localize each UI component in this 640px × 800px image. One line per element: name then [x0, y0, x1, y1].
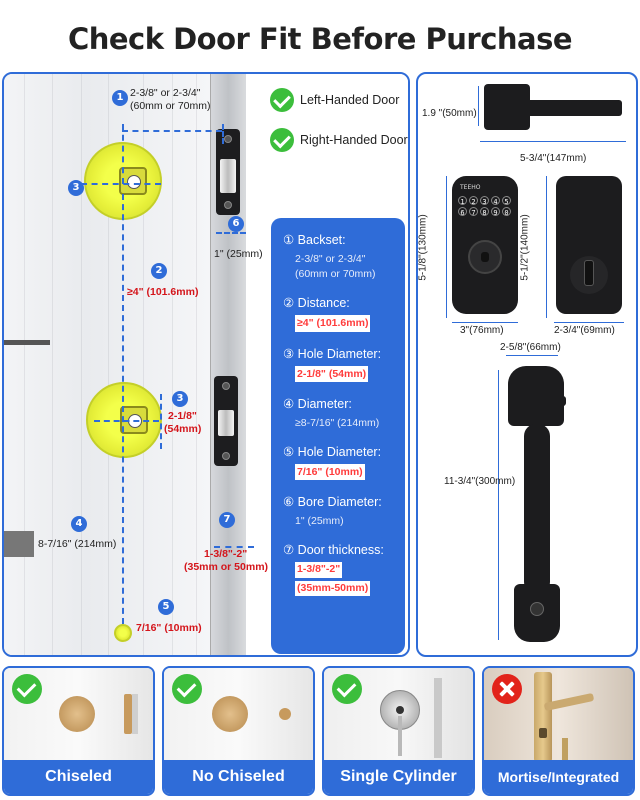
keypad-height-label: 5-1/8"(130mm) — [417, 214, 429, 281]
chiseled-check-icon — [12, 674, 42, 704]
marker-7: 7 — [219, 512, 235, 528]
spec-small-hole: ⑤ Hole Diameter: 7/16" (10mm) — [283, 444, 397, 481]
product-dimensions-panel: 1.9 "(50mm) 5-3/4"(147mm) 5-1/8"(130mm) … — [416, 72, 638, 657]
marker-2: 2 — [151, 263, 167, 279]
small-hole-highlight — [114, 624, 132, 642]
upper-strike-plate — [216, 129, 240, 215]
keypad-width-label: 3"(76mm) — [460, 325, 504, 336]
handle-height-label: 11-3/4"(300mm) — [444, 476, 516, 487]
left-handed-label: Left-Handed Door — [300, 93, 400, 107]
backset-label-line2: (60mm or 70mm) — [130, 100, 211, 112]
single-cylinder-check-icon — [332, 674, 362, 704]
specification-card: ① Backset: 2-3/8" or 2-3/4" (60mm or 70m… — [271, 218, 405, 654]
page-title: Check Door Fit Before Purchase — [67, 22, 573, 56]
tile-no-chiseled: No Chiseled — [162, 666, 315, 796]
diameter-label: 8-7/16" (214mm) — [38, 538, 117, 550]
handleset-grip — [524, 424, 550, 594]
marker-5: 5 — [158, 599, 174, 615]
bore-label: 1" (25mm) — [214, 248, 263, 260]
distance-label: ≥4" (101.6mm) — [127, 286, 199, 298]
tile-chiseled-label: Chiseled — [4, 760, 153, 794]
left-handed-check-icon — [270, 88, 294, 112]
spec-distance: ② Distance: ≥4" (101.6mm) — [283, 295, 397, 332]
lever-width-label: 5-3/4"(147mm) — [520, 153, 587, 164]
marker-1: 1 — [112, 90, 128, 106]
spec-thickness: ⑦ Door thickness: 1-3/8"-2" (35mm-50mm) — [283, 542, 397, 597]
hole-diameter-label-1: 2-1/8" — [168, 410, 197, 422]
lower-latch-plate — [214, 376, 238, 466]
spec-backset: ① Backset: 2-3/8" or 2-3/4" (60mm or 70m… — [283, 233, 376, 281]
tile-mortise-label: Mortise/Integrated — [484, 760, 633, 794]
thickness-label-1: 1-3/8"-2" — [204, 548, 248, 560]
marker-3-upper: 3 — [68, 180, 84, 196]
handle-width-label: 2-5/8"(66mm) — [500, 342, 561, 353]
deadbolt-cylinder — [468, 240, 502, 274]
tile-single-cylinder: Single Cylinder — [322, 666, 475, 796]
tile-no-chiseled-label: No Chiseled — [164, 760, 313, 794]
tile-chiseled: Chiseled — [2, 666, 155, 796]
interior-width-label: 2-3/4"(69mm) — [554, 325, 615, 336]
marker-6: 6 — [228, 216, 244, 232]
right-handed-check-icon — [270, 128, 294, 152]
tile-mortise: Mortise/Integrated — [482, 666, 635, 796]
backset-label-line1: 2-3/8" or 2-3/4" — [130, 87, 201, 99]
handleset-thumb-latch — [542, 396, 566, 406]
spec-bore: ⑥ Bore Diameter: 1" (25mm) — [283, 495, 382, 528]
small-hole-label: 7/16" (10mm) — [136, 622, 202, 634]
interior-height-label: 5-1/2"(140mm) — [519, 214, 531, 281]
marker-3-lower: 3 — [172, 391, 188, 407]
keyhole-icon — [481, 252, 489, 262]
marker-4: 4 — [71, 516, 87, 532]
lever-height-label: 1.9 "(50mm) — [422, 108, 477, 119]
brand-label: TEEHO — [460, 184, 481, 191]
thickness-label-2: (35mm or 50mm) — [184, 561, 269, 573]
lever-handle — [514, 100, 622, 116]
interior-unit — [556, 176, 622, 314]
spec-hole-diameter: ③ Hole Diameter: 2-1/8" (54mm) — [283, 346, 397, 382]
mortise-x-icon — [492, 674, 522, 704]
tile-single-cylinder-label: Single Cylinder — [324, 760, 473, 794]
hole-diameter-label-2: (54mm) — [164, 423, 202, 435]
handleset-keyhole-icon — [530, 602, 544, 616]
spec-diameter: ④ Diameter: ≥8-7/16" (214mm) — [283, 396, 380, 429]
thumb-turn-knob — [584, 260, 594, 286]
right-handed-label: Right-Handed Door — [300, 133, 408, 147]
no-chiseled-check-icon — [172, 674, 202, 704]
